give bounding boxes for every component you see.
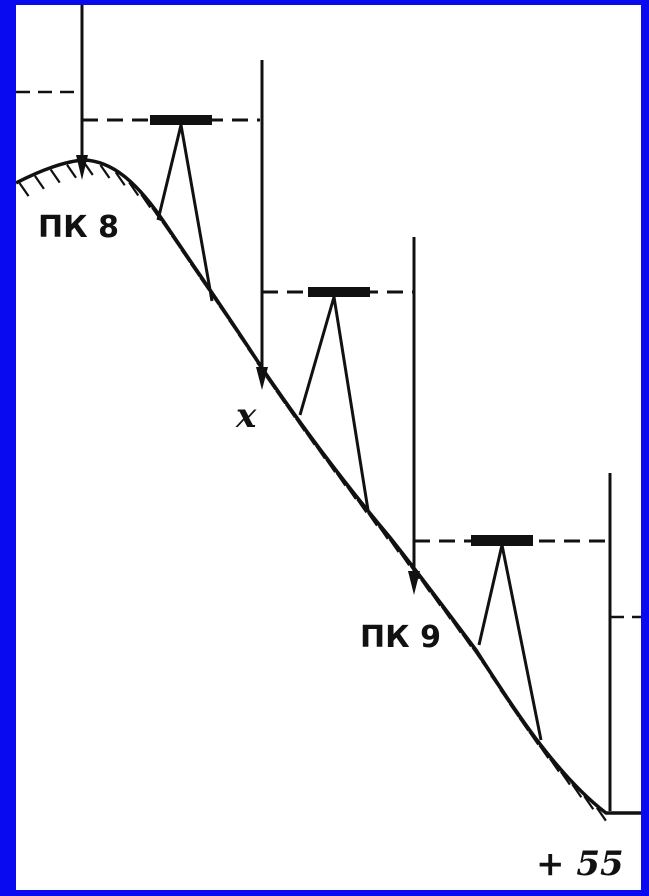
hatch-tick [294, 417, 306, 432]
hatch-tick [237, 333, 249, 348]
label-plus-x: x [235, 396, 257, 436]
level-instrument-3 [471, 535, 533, 546]
hatch-tick [180, 248, 192, 264]
hatch-tick [471, 646, 483, 661]
hatch-tick [377, 525, 389, 540]
hatch-tick [356, 498, 368, 514]
hatch-tick [265, 375, 277, 391]
hatch-tick [595, 807, 607, 822]
hatch-tick [480, 660, 492, 675]
hatch-tick [170, 234, 182, 250]
hatch-tick [161, 220, 173, 235]
hatch-tick [304, 431, 316, 446]
hatch-tick [18, 182, 30, 197]
hatch-tick [335, 472, 347, 487]
hatch-tick [34, 175, 45, 190]
ground-profile [16, 158, 641, 815]
staff-pk9-arrow [408, 571, 420, 595]
diagram-frame: ПК 8 x ПК 9 + 55 [16, 5, 641, 890]
hatch-tick [346, 485, 357, 500]
hatch-tick [66, 164, 77, 179]
hatch-tick [571, 783, 583, 798]
staff-pk8-arrow [76, 155, 88, 180]
hatch-tick [399, 551, 411, 567]
hatch-tick [367, 512, 378, 527]
leveling-diagram: ПК 8 x ПК 9 + 55 [16, 5, 641, 884]
hatch-tick [128, 181, 140, 197]
hatch-tick [490, 674, 501, 690]
hatch-tick [315, 445, 326, 460]
staff-x-arrow [256, 367, 268, 390]
hatch-tick [227, 319, 239, 334]
hatch-tick [549, 757, 560, 773]
hatch-tick [461, 632, 472, 648]
hatch-tick [499, 689, 511, 704]
hatch-tick [430, 592, 442, 607]
hatch-tick [246, 347, 258, 362]
level-instrument-2 [308, 287, 370, 297]
hatch-tick [99, 164, 111, 179]
hatch-tick [140, 193, 152, 209]
hatch-tick [388, 538, 400, 553]
hatch-tick [560, 770, 571, 786]
level-instrument-1 [150, 115, 212, 125]
tripod-2 [298, 296, 370, 511]
hatch-tick [218, 305, 230, 320]
hatch-tick [189, 262, 201, 278]
label-plus55: + 55 [536, 844, 624, 884]
hatch-tick [275, 389, 287, 405]
hatch-tick [420, 578, 431, 593]
hatch-tick [285, 403, 296, 419]
hatch-tick [450, 619, 462, 634]
ground-hatching [18, 161, 607, 822]
hatch-tick [440, 605, 452, 620]
hatch-tick [199, 277, 211, 292]
label-pk9: ПК 9 [360, 620, 441, 655]
hatch-tick [508, 703, 520, 718]
hatch-tick [518, 717, 530, 732]
label-pk8: ПК 8 [38, 210, 119, 245]
hatch-tick [528, 731, 540, 746]
hatch-tick [583, 795, 595, 810]
tripod-1 [156, 124, 214, 302]
hatch-tick [49, 169, 61, 184]
hatch-tick [538, 744, 550, 759]
tripod-3 [477, 544, 543, 741]
hatch-tick [325, 458, 337, 473]
hatch-tick [114, 171, 126, 186]
